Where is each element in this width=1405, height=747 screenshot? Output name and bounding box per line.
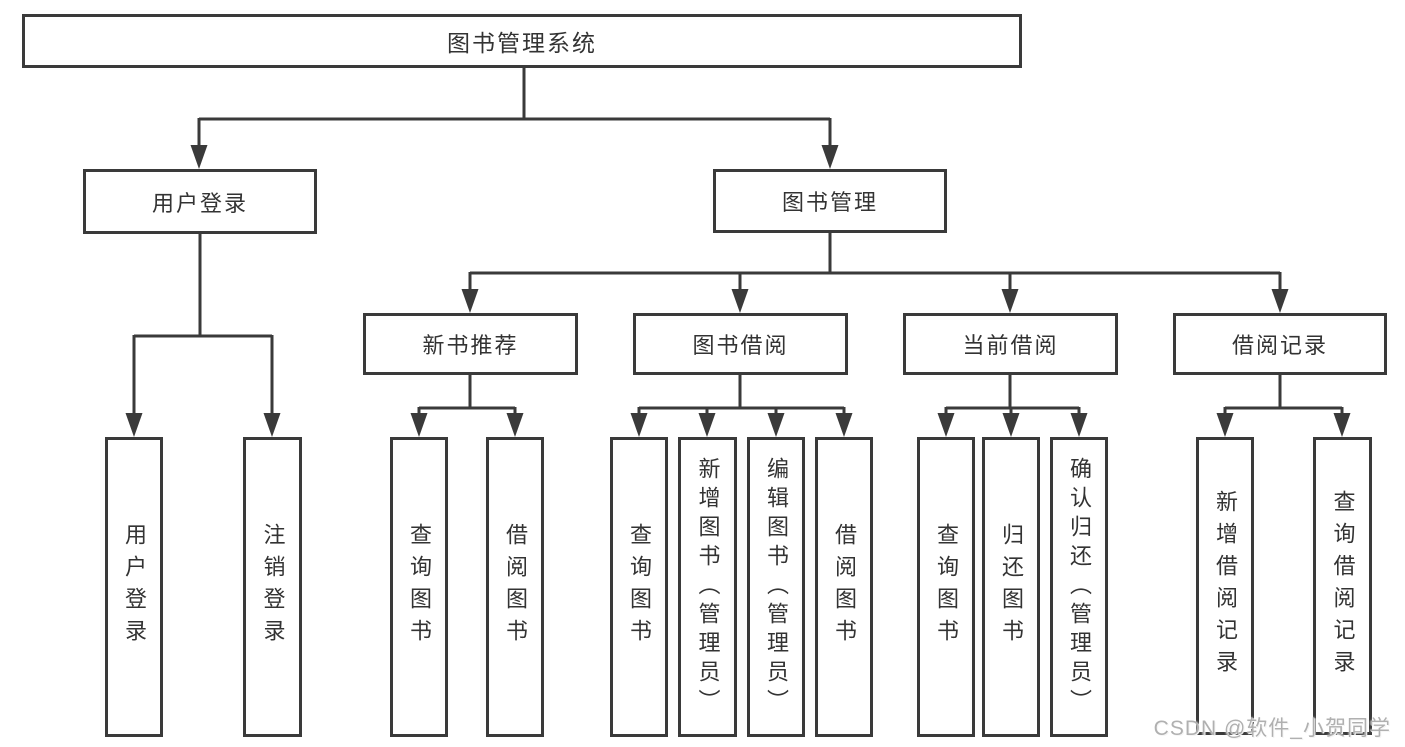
leaf-confirm-return-admin-label: 确认归还（管理员） [1067,456,1092,718]
leaf-logout: 注销登录 [243,437,302,737]
leaf-query-books-1: 查询图书 [390,437,448,737]
leaf-logout-label: 注销登录 [260,523,286,651]
node-new-book-recommend-label: 新书推荐 [422,333,519,358]
leaf-query-borrow-record-label: 查询借阅记录 [1330,490,1356,682]
leaf-borrow-books-2-label: 借阅图书 [832,523,857,651]
node-borrow-records-label: 借阅记录 [1231,333,1328,358]
node-current-borrow: 当前借阅 [903,313,1118,375]
leaf-user-login: 用户登录 [105,437,163,737]
leaf-query-borrow-record: 查询借阅记录 [1313,437,1372,735]
leaf-add-book-admin-label: 新增图书（管理员） [695,456,721,718]
leaf-return-books-label: 归还图书 [999,523,1024,651]
csdn-watermark: CSDN @软件_小贺同学 [1153,717,1391,740]
node-current-borrow-label: 当前借阅 [962,333,1059,358]
node-book-borrow-label: 图书借阅 [692,333,789,358]
leaf-confirm-return-admin: 确认归还（管理员） [1050,437,1108,737]
node-user-login-label: 用户登录 [151,190,248,216]
node-book-management: 图书管理 [713,169,947,233]
leaf-edit-book-admin: 编辑图书（管理员） [747,437,805,737]
leaf-borrow-books-1-label: 借阅图书 [503,523,528,651]
leaf-query-books-1-label: 查询图书 [407,523,432,651]
node-book-management-label: 图书管理 [781,190,878,215]
leaf-query-books-2-label: 查询图书 [627,523,652,651]
leaf-add-borrow-record-label: 新增借阅记录 [1213,490,1238,682]
leaf-edit-book-admin-label: 编辑图书（管理员） [764,456,789,718]
leaf-user-login-label: 用户登录 [122,523,147,651]
leaf-query-books-3: 查询图书 [917,437,975,737]
node-root-label: 图书管理系统 [447,30,597,56]
leaf-query-books-2: 查询图书 [610,437,668,737]
node-borrow-records: 借阅记录 [1173,313,1387,375]
leaf-add-book-admin: 新增图书（管理员） [678,437,737,737]
node-new-book-recommend: 新书推荐 [363,313,578,375]
node-book-borrow: 图书借阅 [633,313,848,375]
leaf-query-books-3-label: 查询图书 [934,523,959,651]
leaf-return-books: 归还图书 [982,437,1040,737]
leaf-borrow-books-2: 借阅图书 [815,437,873,737]
node-user-login: 用户登录 [83,169,317,234]
node-root: 图书管理系统 [22,14,1022,68]
leaf-borrow-books-1: 借阅图书 [486,437,544,737]
leaf-add-borrow-record: 新增借阅记录 [1196,437,1254,735]
